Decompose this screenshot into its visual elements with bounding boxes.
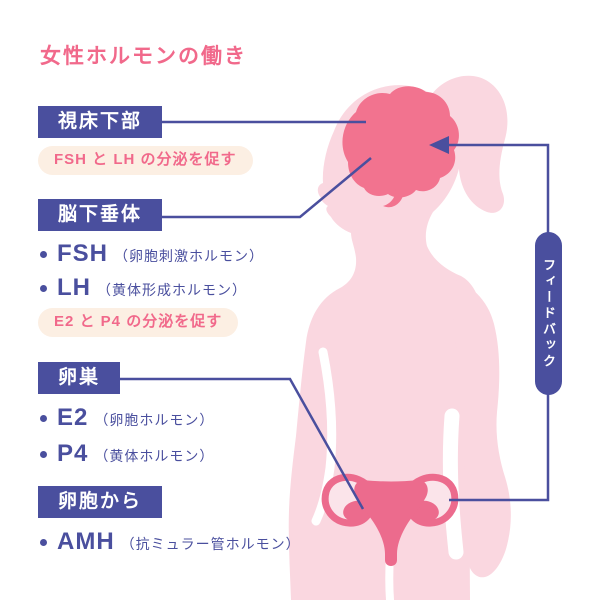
page-title: 女性ホルモンの働き	[40, 45, 247, 68]
hormone-item-e2: E2 （卵胞ホルモン）	[40, 404, 214, 432]
female-body-silhouette	[288, 85, 483, 600]
hormone-desc: （黄体ホルモン）	[94, 447, 215, 464]
hormone-abbr: LH	[57, 274, 91, 301]
brain-illustration	[342, 86, 459, 208]
hormone-abbr: P4	[57, 440, 89, 467]
connector-pituitary	[154, 157, 372, 219]
left-arm-crease	[311, 347, 337, 526]
brainstem	[383, 188, 404, 208]
right-arm-silhouette	[444, 278, 511, 578]
bullet-dot-icon	[40, 250, 47, 258]
label-box-follicle: 卵胞から	[38, 486, 163, 518]
hormone-item-p4: P4 （黄体ホルモン）	[40, 440, 214, 468]
connector-ovary	[114, 377, 365, 510]
label-box-ovary: 卵巣	[38, 362, 121, 394]
hormone-abbr: AMH	[57, 528, 115, 555]
bullet-dot-icon	[40, 450, 47, 458]
hormone-desc: （卵胞刺激ホルモン）	[114, 247, 264, 264]
note-pill-hypothalamus: FSH と LH の分泌を促す	[38, 146, 253, 175]
uterus-illustration	[321, 473, 459, 566]
hormone-desc: （卵胞ホルモン）	[94, 411, 215, 428]
label-box-pituitary: 脳下垂体	[38, 199, 163, 231]
hormone-desc: （抗ミュラー管ホルモン）	[120, 535, 301, 552]
hormone-item-lh: LH （黄体形成ホルモン）	[40, 274, 247, 302]
hormone-abbr: E2	[57, 404, 89, 431]
hormone-abbr: FSH	[57, 240, 108, 267]
feedback-arrowhead	[429, 136, 449, 154]
uterus-body	[354, 480, 428, 566]
bullet-dot-icon	[40, 284, 47, 292]
label-box-hypothalamus: 視床下部	[38, 106, 163, 138]
hormone-item-fsh: FSH （卵胞刺激ホルモン）	[40, 240, 264, 268]
bullet-dot-icon	[40, 538, 47, 546]
note-pill-pituitary: E2 と P4 の分泌を促す	[38, 308, 239, 337]
hormone-desc: （黄体形成ホルモン）	[97, 281, 247, 298]
bullet-dot-icon	[40, 414, 47, 422]
feedback-label-pill: フィードバック	[535, 232, 562, 395]
hormone-item-amh: AMH （抗ミュラー管ホルモン）	[40, 528, 301, 556]
right-arm-crease	[442, 408, 464, 560]
